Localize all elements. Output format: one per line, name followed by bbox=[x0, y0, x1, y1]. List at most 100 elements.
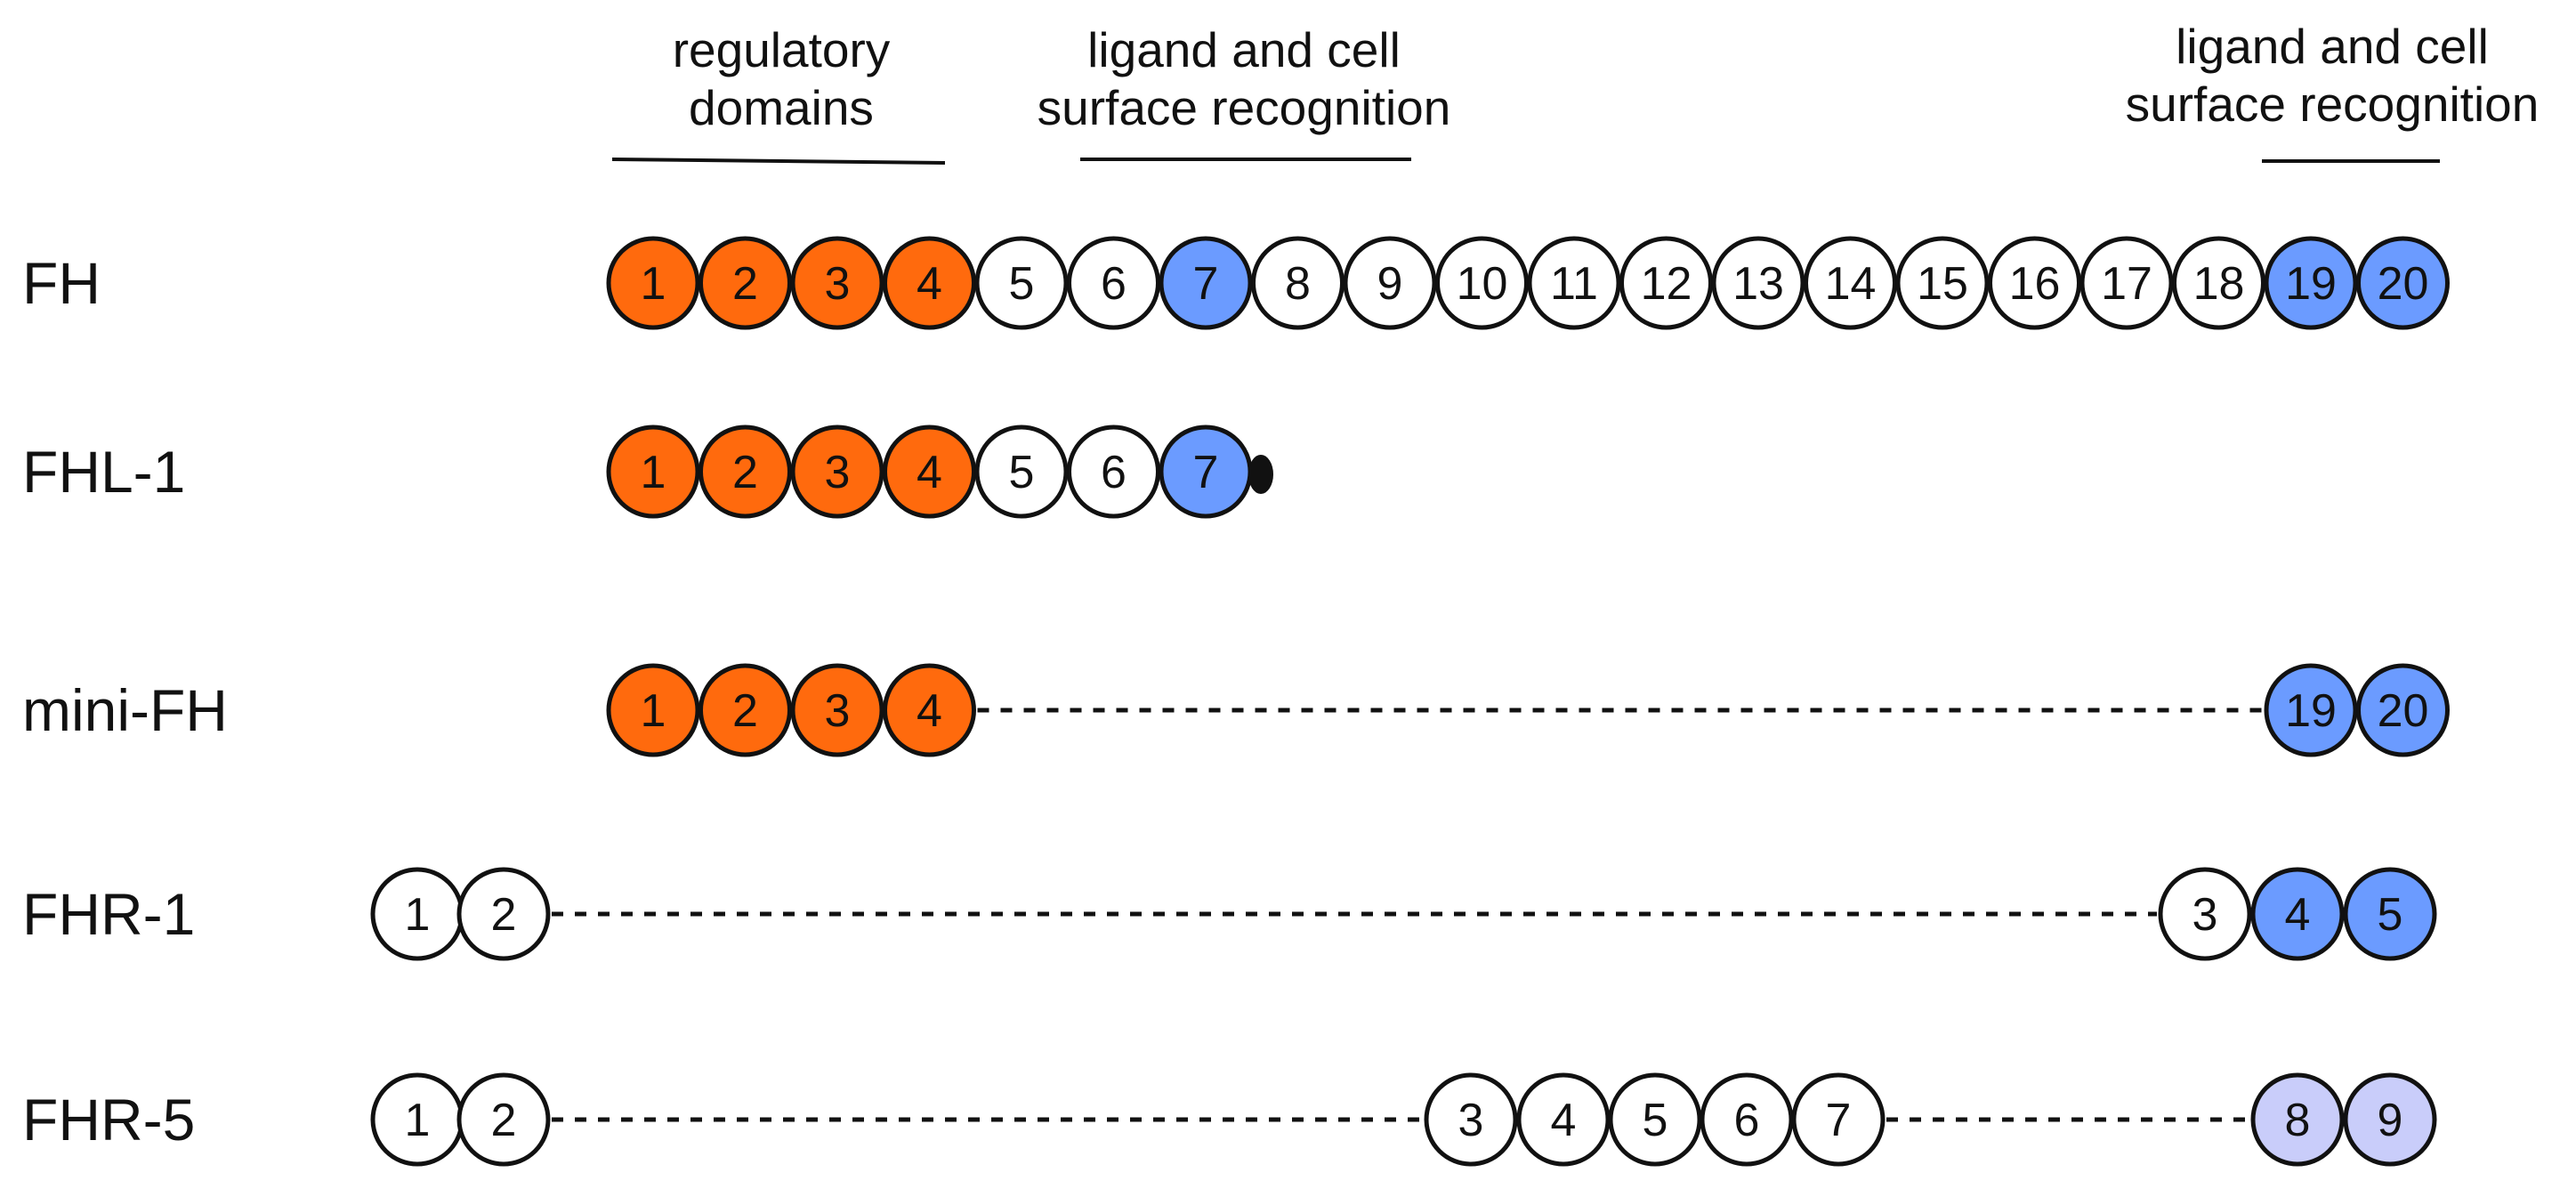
domain-circle bbox=[606, 663, 700, 757]
domain-circle bbox=[1895, 236, 1990, 330]
domain-fhl-1-5: 5 bbox=[974, 425, 1069, 519]
domain-fh-7: 7 bbox=[1159, 236, 1253, 330]
domain-number: 4 bbox=[2285, 889, 2311, 941]
domain-circle bbox=[790, 663, 884, 757]
domain-number: 6 bbox=[1101, 447, 1126, 498]
domain-circle bbox=[2356, 236, 2450, 330]
domain-number: 9 bbox=[2378, 1095, 2403, 1146]
domain-circle bbox=[883, 425, 976, 519]
domain-mini-fh-20: 20 bbox=[2356, 663, 2450, 757]
domain-number: 4 bbox=[917, 447, 942, 498]
domain-fh-17: 17 bbox=[2079, 236, 2174, 330]
row-label-fhr-1: FHR-1 bbox=[22, 881, 195, 947]
domain-number: 1 bbox=[641, 258, 666, 310]
domain-number: 7 bbox=[1826, 1095, 1852, 1146]
domain-number: 2 bbox=[732, 258, 758, 310]
domain-fhr-5-8: 8 bbox=[2250, 1072, 2345, 1167]
domain-number: 2 bbox=[732, 685, 758, 737]
domain-number: 8 bbox=[1285, 258, 1311, 310]
domain-mini-fh-1: 1 bbox=[606, 663, 700, 757]
domain-circle bbox=[1700, 1072, 1794, 1167]
domain-circle bbox=[1988, 236, 2081, 330]
domain-fhl-1-4: 4 bbox=[883, 425, 976, 519]
domain-circle bbox=[1424, 1072, 1518, 1167]
domain-fh-16: 16 bbox=[1988, 236, 2081, 330]
domain-circle bbox=[1343, 236, 1437, 330]
domain-fhl-1-7: 7 bbox=[1159, 425, 1253, 519]
domain-circle bbox=[2356, 663, 2450, 757]
domain-number: 3 bbox=[1458, 1095, 1484, 1146]
domain-circle bbox=[699, 663, 792, 757]
domain-fhr-5-1: 1 bbox=[370, 1072, 464, 1167]
domain-circle bbox=[1711, 236, 1805, 330]
domain-number: 3 bbox=[825, 258, 851, 310]
domain-fhr-5-4: 4 bbox=[1516, 1072, 1611, 1167]
header-ligand-2-line-1: ligand and cell bbox=[2176, 19, 2489, 74]
domain-number: 20 bbox=[2378, 685, 2429, 737]
domain-fhl-1-2: 2 bbox=[699, 425, 792, 519]
domain-number: 6 bbox=[1101, 258, 1126, 310]
domain-number: 14 bbox=[1825, 258, 1877, 310]
domain-circle bbox=[790, 236, 884, 330]
domain-circle bbox=[1804, 236, 1897, 330]
domain-fh-6: 6 bbox=[1067, 236, 1160, 330]
domain-fh-18: 18 bbox=[2172, 236, 2265, 330]
linker-lines bbox=[552, 708, 2263, 1122]
domain-mini-fh-2: 2 bbox=[699, 663, 792, 757]
domain-number: 3 bbox=[825, 447, 851, 498]
row-label-mini-fh: mini-FH bbox=[22, 677, 228, 743]
row-label-fh: FH bbox=[22, 250, 101, 316]
domain-circle bbox=[1067, 236, 1160, 330]
domain-fhl-1-3: 3 bbox=[790, 425, 884, 519]
domain-number: 1 bbox=[405, 1095, 431, 1146]
domain-circle bbox=[1516, 1072, 1611, 1167]
domain-fhr-5-6: 6 bbox=[1700, 1072, 1794, 1167]
domain-number: 1 bbox=[641, 685, 666, 737]
domain-circle bbox=[1067, 425, 1160, 519]
domain-number: 19 bbox=[2285, 258, 2337, 310]
domain-fh-1: 1 bbox=[606, 236, 700, 330]
domain-fhr-5-2: 2 bbox=[456, 1072, 551, 1167]
domain-circle bbox=[883, 236, 976, 330]
domain-number: 2 bbox=[732, 447, 758, 498]
domain-number: 2 bbox=[491, 889, 517, 941]
domain-circle bbox=[1251, 236, 1345, 330]
domain-fh-9: 9 bbox=[1343, 236, 1437, 330]
domain-number: 1 bbox=[405, 889, 431, 941]
domain-fh-8: 8 bbox=[1251, 236, 1345, 330]
domain-fhr-5-5: 5 bbox=[1608, 1072, 1702, 1167]
domain-number: 18 bbox=[2193, 258, 2245, 310]
domain-number: 5 bbox=[1643, 1095, 1668, 1146]
domain-mini-fh-4: 4 bbox=[883, 663, 976, 757]
domain-fhr-1-2: 2 bbox=[456, 867, 551, 961]
header-ligand-1-line-2: surface recognition bbox=[1038, 80, 1451, 135]
domain-mini-fh-19: 19 bbox=[2264, 663, 2358, 757]
domain-number: 3 bbox=[2192, 889, 2218, 941]
domain-number: 10 bbox=[1457, 258, 1508, 310]
domain-number: 3 bbox=[825, 685, 851, 737]
domain-circle bbox=[2343, 1072, 2437, 1167]
header-ligand-1-line-1: ligand and cell bbox=[1087, 22, 1401, 77]
c-terminal-tail-icon bbox=[1248, 455, 1273, 494]
domain-fhr-1-3: 3 bbox=[2158, 867, 2252, 961]
domain-fhl-1-6: 6 bbox=[1067, 425, 1160, 519]
domain-number: 4 bbox=[1551, 1095, 1577, 1146]
domain-fhr-1-1: 1 bbox=[370, 867, 464, 961]
domain-number: 5 bbox=[1009, 447, 1035, 498]
domain-number: 12 bbox=[1641, 258, 1692, 310]
row-label-fhl-1: FHL-1 bbox=[22, 439, 185, 505]
domain-circle bbox=[699, 425, 792, 519]
domain-number: 9 bbox=[1377, 258, 1403, 310]
domain-fh-2: 2 bbox=[699, 236, 792, 330]
domain-fh-15: 15 bbox=[1895, 236, 1990, 330]
domain-circle bbox=[1435, 236, 1529, 330]
domain-number: 13 bbox=[1732, 258, 1784, 310]
domain-circle bbox=[1791, 1072, 1886, 1167]
domain-number: 6 bbox=[1734, 1095, 1760, 1146]
